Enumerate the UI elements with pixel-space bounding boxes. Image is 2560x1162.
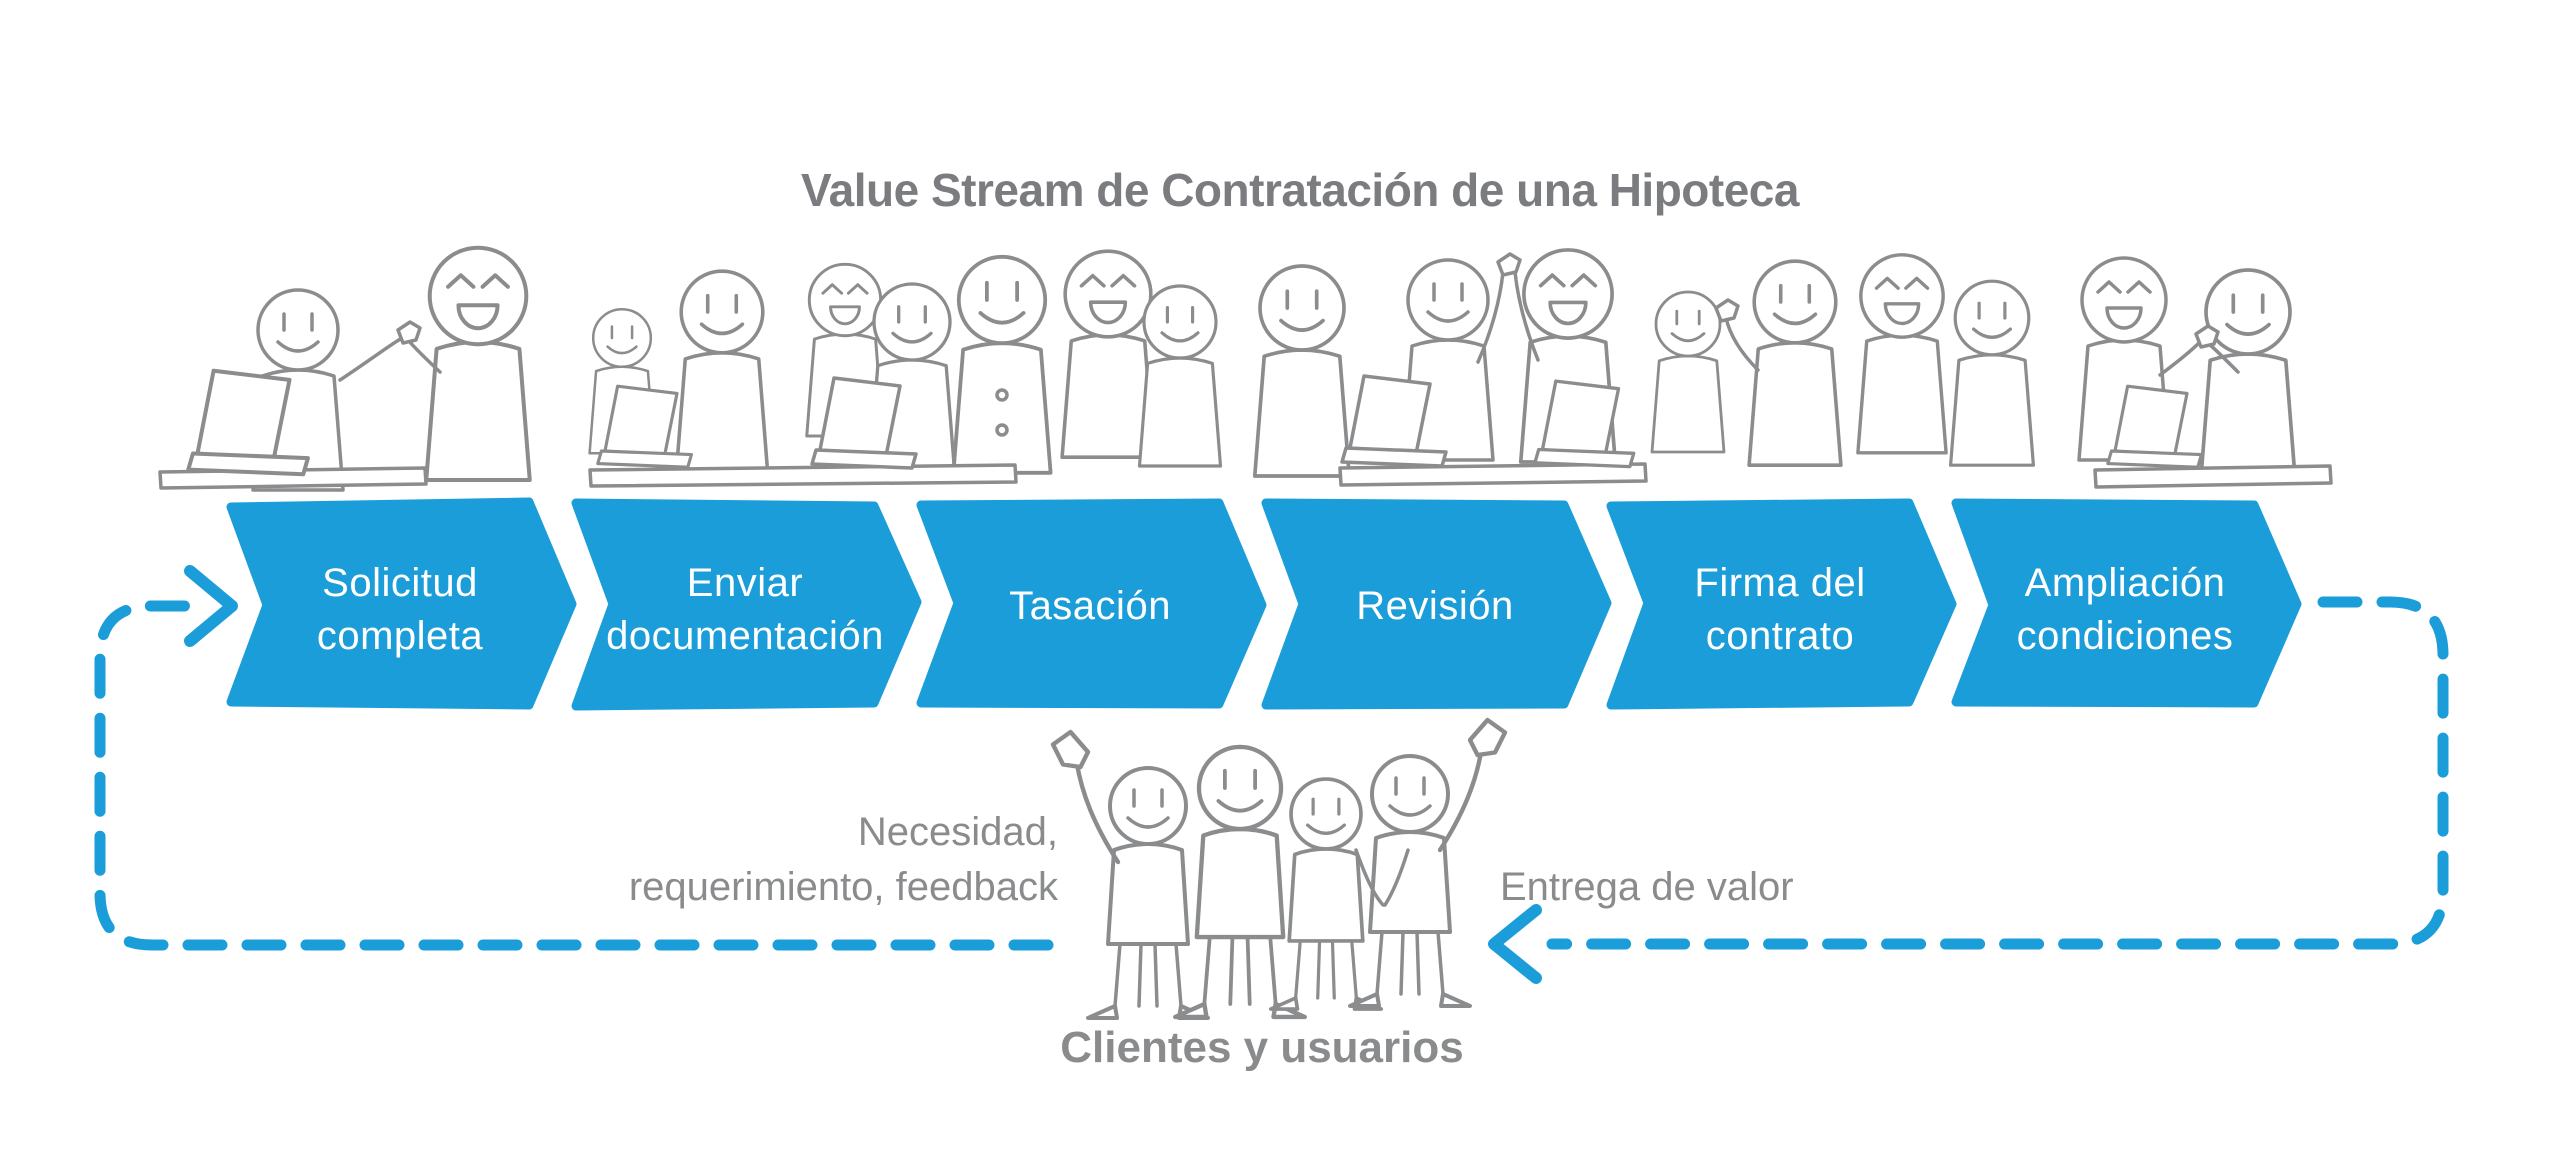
arm-sketch [2158, 340, 2202, 377]
fist-icon [1496, 252, 1522, 277]
arm-sketch [1476, 270, 1505, 364]
stage-chevron-tasacion: Tasación [916, 498, 1267, 709]
waving-arm-icon [1440, 720, 1505, 850]
person-figure [1255, 266, 1350, 476]
need-feedback-label-line2: requerimiento, feedback [629, 865, 1059, 909]
arrowhead-right-icon [184, 565, 238, 647]
stage-label: completa [317, 614, 484, 658]
coat-button [995, 388, 1009, 402]
stage-chevrons: Solicitud completa Enviar documentación … [226, 497, 2302, 711]
person-figure [2201, 270, 2296, 480]
arm-sketch [1724, 316, 1760, 372]
stage-chevron-firma-del-contrato: Firma del contrato [1606, 498, 1957, 710]
feedback-loop: Necesidad, requerimiento, feedback Entre… [94, 565, 2449, 984]
desk [588, 463, 1018, 488]
stage-label: Revisión [1356, 584, 1513, 628]
stage-label: Solicitud [322, 561, 478, 605]
stage-label: Firma del [1694, 561, 1865, 605]
need-feedback-label-line1: Necesidad, [858, 810, 1058, 854]
arm-sketch [1383, 848, 1410, 907]
arrowhead-left-icon [1488, 904, 1542, 984]
desk [1338, 462, 1648, 487]
stage-label: Ampliación [2025, 561, 2226, 605]
person-figure [1140, 286, 1221, 466]
stage-label: documentación [606, 614, 884, 658]
stage-label: contrato [1706, 614, 1855, 658]
person-figure [676, 271, 768, 475]
person-figure [1652, 292, 1724, 452]
arm-sketch [338, 336, 404, 382]
stage-chevron-solicitud-completa: Solicitud completa [226, 497, 577, 710]
fist-icon [1714, 298, 1740, 323]
stage-chevron-revision: Revisión [1261, 498, 1612, 710]
customer-figure [1271, 779, 1381, 1009]
customers-illustration [1053, 720, 1505, 1018]
person-figure [1749, 261, 1841, 465]
person-figure [1060, 249, 1156, 459]
customers-label: Clientes y usuarios [1060, 1023, 1463, 1072]
customer-figure [1175, 747, 1305, 1017]
value-dashed-line-right [1546, 596, 2449, 950]
customer-figure [1088, 768, 1208, 1018]
arm-sketch [1513, 270, 1540, 362]
person-figure [1951, 281, 2034, 465]
stage-label: Enviar [687, 561, 803, 605]
stage-label: Tasación [1009, 584, 1171, 628]
stage-chevron-ampliacion-condiciones: Ampliación condiciones [1951, 498, 2302, 708]
stage-label: condiciones [2017, 614, 2234, 658]
feedback-dashed-line-left [94, 600, 1054, 951]
stage-chevron-enviar-documentacion: Enviar documentación [571, 498, 922, 711]
desk [2093, 464, 2333, 489]
person-figure [426, 248, 530, 480]
diagram-title: Value Stream de Contratación de una Hipo… [801, 164, 1800, 216]
fist-icon [2194, 324, 2220, 349]
arm-sketch [1354, 848, 1385, 907]
value-delivery-label: Entrega de valor [1500, 865, 1794, 909]
fist-icon [396, 320, 422, 345]
team-illustration [158, 248, 2333, 490]
coat-button [995, 423, 1009, 437]
waving-arm-icon [1053, 732, 1118, 862]
person-figure [953, 257, 1050, 473]
person-figure [1856, 253, 1948, 455]
